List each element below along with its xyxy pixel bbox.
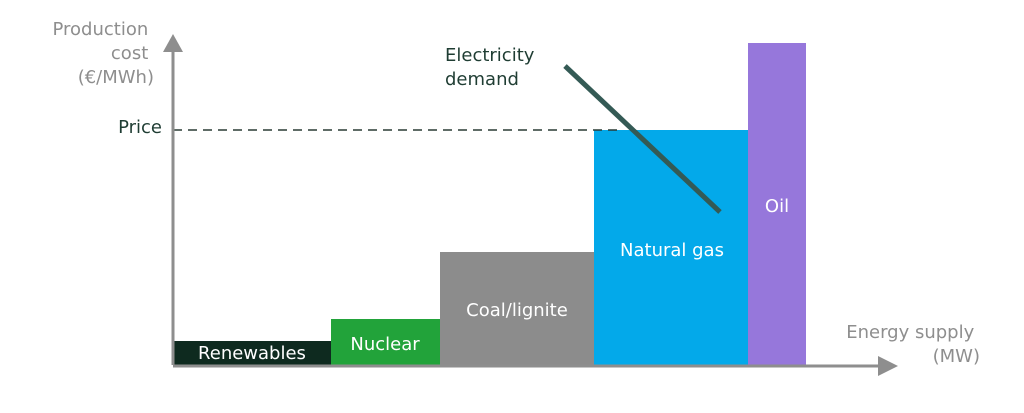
y-axis-arrowhead	[163, 34, 183, 52]
block-renewables	[173, 341, 331, 365]
block-label-renewables: Renewables	[198, 343, 306, 364]
electricity-demand-label: Electricity demand	[445, 45, 540, 90]
x-axis-arrowhead	[878, 356, 898, 376]
x-axis-label-line-1: Energy supply	[846, 322, 974, 343]
block-oil	[748, 43, 806, 365]
y-axis-label-line-3: (€/MWh)	[78, 67, 154, 88]
price-label: Price	[118, 117, 162, 138]
x-axis-label: Energy supply (MW)	[846, 322, 980, 367]
electricity-demand-label-line-1: Electricity	[445, 45, 535, 66]
block-label-natural-gas: Natural gas	[620, 240, 724, 261]
block-label-nuclear: Nuclear	[350, 334, 420, 355]
block-coal-lignite	[440, 252, 594, 365]
x-axis-label-line-2: (MW)	[933, 346, 980, 367]
y-axis-label-line-1: Production	[53, 19, 149, 40]
y-axis-label: Production cost (€/MWh)	[53, 19, 155, 88]
y-axis-label-line-2: cost	[111, 43, 148, 64]
electricity-demand-label-line-2: demand	[445, 69, 519, 90]
electricity-demand-line	[563, 64, 722, 214]
block-label-oil: Oil	[765, 196, 789, 217]
block-label-coal-lignite: Coal/lignite	[466, 300, 568, 321]
block-nuclear	[331, 319, 440, 365]
